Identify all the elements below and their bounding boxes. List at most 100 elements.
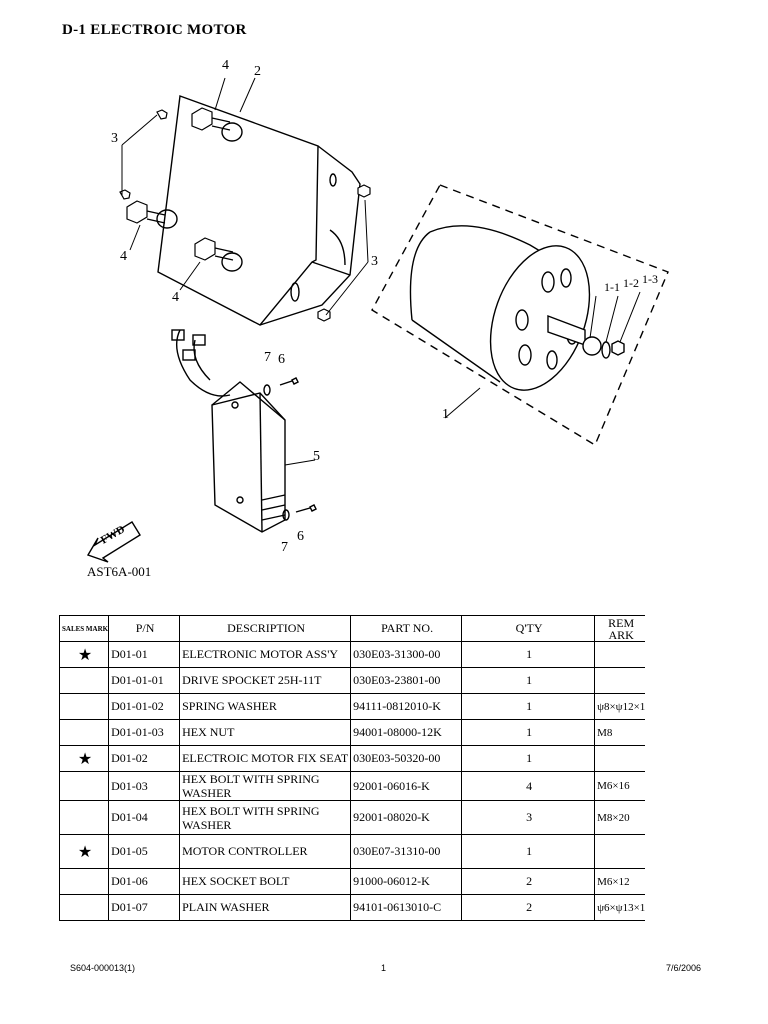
- pn-cell: D01-02: [108, 745, 181, 772]
- pn-cell: D01-03: [108, 771, 181, 801]
- motor-drawing: [371, 184, 669, 447]
- remark-cell: ψ8×ψ12×1: [594, 693, 646, 720]
- motor-fix-seat-drawing: [156, 95, 361, 326]
- pn-cell: D01-01: [108, 641, 181, 668]
- description-cell: HEX NUT: [179, 719, 352, 746]
- qty-cell: 1: [461, 667, 596, 694]
- description-cell: DRIVE SPOCKET 25H-11T: [179, 667, 352, 694]
- header-part-no: PART NO.: [350, 615, 463, 642]
- sales-mark-cell: ★: [58, 641, 110, 668]
- callout-7-bottom: 7: [281, 540, 288, 555]
- part-no-cell: 92001-06016-K: [350, 771, 463, 801]
- sales-mark-cell: [58, 771, 110, 801]
- pn-cell: D01-04: [108, 800, 181, 835]
- figure-code: AST6A-001: [87, 564, 152, 579]
- table-row: ★ D01-02 ELECTROIC MOTOR FIX SEAT 030E03…: [58, 745, 646, 772]
- header-pn: P/N: [108, 615, 181, 642]
- part-no-cell: 030E07-31310-00: [350, 834, 463, 869]
- motor-controller-drawing: [171, 329, 317, 533]
- table-row: ★ D01-01 ELECTRONIC MOTOR ASS'Y 030E03-3…: [58, 641, 646, 668]
- footer-doc-code: S604-000013(1): [70, 963, 136, 973]
- sales-mark-cell: [58, 894, 110, 921]
- callout-5: 5: [313, 449, 320, 464]
- table-row: D01-01-03 HEX NUT 94001-08000-12K 1 M8: [58, 719, 646, 746]
- part-no-cell: 94101-0613010-C: [350, 894, 463, 921]
- sales-mark-cell: [58, 693, 110, 720]
- diagram-drawing: [86, 77, 669, 563]
- part-no-cell: 91000-06012-K: [350, 868, 463, 895]
- description-cell: HEX BOLT WITH SPRING WASHER: [179, 771, 352, 801]
- description-cell: MOTOR CONTROLLER: [179, 834, 352, 869]
- remark-cell: M8×20: [594, 800, 646, 835]
- qty-cell: 1: [461, 719, 596, 746]
- footer-date: 7/6/2006: [666, 963, 702, 973]
- remark-cell: [594, 641, 646, 668]
- callout-3-left: 3: [111, 131, 118, 146]
- sales-mark-cell: [58, 667, 110, 694]
- pn-cell: D01-07: [108, 894, 181, 921]
- part-no-cell: 030E03-31300-00: [350, 641, 463, 668]
- description-cell: SPRING WASHER: [179, 693, 352, 720]
- description-cell: ELECTROIC MOTOR FIX SEAT: [179, 745, 352, 772]
- fwd-arrow-icon: [86, 521, 141, 563]
- table-row: ★ D01-05 MOTOR CONTROLLER 030E07-31310-0…: [58, 834, 646, 869]
- qty-cell: 1: [461, 693, 596, 720]
- remark-cell: M8: [594, 719, 646, 746]
- pn-cell: D01-01-01: [108, 667, 181, 694]
- page-title: D-1 ELECTROIC MOTOR: [62, 22, 247, 38]
- sales-mark-cell: [58, 800, 110, 835]
- callout-6-top: 6: [278, 352, 285, 367]
- part-no-cell: 92001-08020-K: [350, 800, 463, 835]
- pn-cell: D01-05: [108, 834, 181, 869]
- table-row: D01-01-02 SPRING WASHER 94111-0812010-K …: [58, 693, 646, 720]
- callout-2: 2: [254, 64, 261, 79]
- qty-cell: 1: [461, 641, 596, 668]
- table-row: D01-03 HEX BOLT WITH SPRING WASHER 92001…: [58, 771, 646, 801]
- callout-4-left: 4: [120, 249, 127, 264]
- pn-cell: D01-01-03: [108, 719, 181, 746]
- table-row: D01-01-01 DRIVE SPOCKET 25H-11T 030E03-2…: [58, 667, 646, 694]
- table-row: D01-07 PLAIN WASHER 94101-0613010-C 2 ψ6…: [58, 894, 646, 921]
- remark-cell: M6×16: [594, 771, 646, 801]
- part-no-cell: 030E03-23801-00: [350, 667, 463, 694]
- parts-table: SALES MARK P/N DESCRIPTION PART NO. Q'TY…: [58, 615, 646, 921]
- table-row: D01-06 HEX SOCKET BOLT 91000-06012-K 2 M…: [58, 868, 646, 895]
- remark-cell: [594, 745, 646, 772]
- callout-1-2: 1-2: [623, 276, 639, 290]
- header-description: DESCRIPTION: [179, 615, 352, 642]
- exploded-parts-diagram: 4 2 3 4 4 3 7 6 5 7 6 1 1-1 1-2 1-3 FWD …: [86, 58, 669, 579]
- qty-cell: 3: [461, 800, 596, 835]
- description-cell: PLAIN WASHER: [179, 894, 352, 921]
- qty-cell: 4: [461, 771, 596, 801]
- part-no-cell: 94111-0812010-K: [350, 693, 463, 720]
- seat-leader-lines: [121, 77, 369, 316]
- callout-4-top: 4: [222, 58, 229, 73]
- qty-cell: 2: [461, 894, 596, 921]
- sales-mark-cell: ★: [58, 834, 110, 869]
- description-cell: ELECTRONIC MOTOR ASS'Y: [179, 641, 352, 668]
- qty-cell: 2: [461, 868, 596, 895]
- callout-1-1: 1-1: [604, 280, 620, 294]
- remark-cell: M6×12: [594, 868, 646, 895]
- hex-bolts-drawing: [119, 107, 371, 322]
- remark-cell: ψ6×ψ13×1: [594, 894, 646, 921]
- callout-4-bottom: 4: [172, 290, 179, 305]
- table-row: D01-04 HEX BOLT WITH SPRING WASHER 92001…: [58, 800, 646, 835]
- part-no-cell: 94001-08000-12K: [350, 719, 463, 746]
- description-cell: HEX BOLT WITH SPRING WASHER: [179, 800, 352, 835]
- table-header-row: SALES MARK P/N DESCRIPTION PART NO. Q'TY…: [58, 615, 646, 642]
- pn-cell: D01-06: [108, 868, 181, 895]
- remark-cell: [594, 834, 646, 869]
- qty-cell: 1: [461, 834, 596, 869]
- part-no-cell: 030E03-50320-00: [350, 745, 463, 772]
- sales-mark-cell: [58, 868, 110, 895]
- qty-cell: 1: [461, 745, 596, 772]
- header-qty: Q'TY: [461, 615, 596, 642]
- description-cell: HEX SOCKET BOLT: [179, 868, 352, 895]
- remark-cell: [594, 667, 646, 694]
- footer-page-number: 1: [381, 963, 387, 973]
- callout-1-3: 1-3: [642, 272, 658, 286]
- pn-cell: D01-01-02: [108, 693, 181, 720]
- sales-mark-cell: ★: [58, 745, 110, 772]
- header-sales-mark: SALES MARK: [58, 615, 110, 642]
